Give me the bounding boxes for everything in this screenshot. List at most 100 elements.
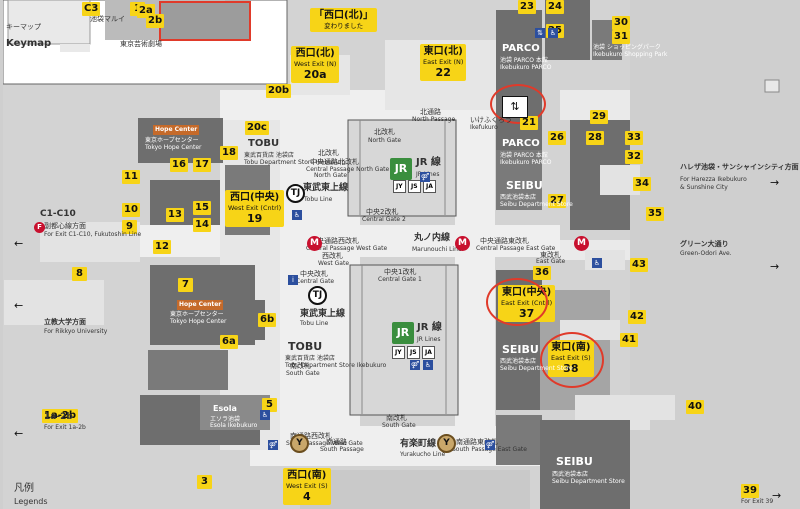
exit-number[interactable]: 13 <box>166 208 184 222</box>
exit-number[interactable]: 29 <box>590 110 608 124</box>
seibu-south-jp: 西武池袋本店 <box>552 471 589 478</box>
marunouchi-jp: 丸ノ内線 <box>414 233 451 243</box>
exit-number[interactable]: 6b <box>258 313 277 327</box>
central-passage-west-en: Central Passage West Gate <box>306 245 388 252</box>
exit-number[interactable]: 27 <box>548 194 566 208</box>
south-passage-west-en: South Passage West Gate <box>286 440 363 447</box>
exit-number[interactable]: 24 <box>546 0 564 14</box>
toilet-icon: ⚤ <box>485 440 495 450</box>
seibu-central-logo: SEIBU <box>502 343 539 356</box>
accessible-icon: ♿ <box>292 210 302 220</box>
fukutoshin-line-icon: F <box>34 222 45 233</box>
tobu-central-gate-en: Central Gate <box>296 278 335 285</box>
exit-west-south[interactable]: 西口(南) West Exit (S) 4 <box>283 468 331 505</box>
direction-c1c10-en: For Exit C1-C10, Fukutoshin Line <box>44 231 142 238</box>
yurakucho-line-icon: Y <box>437 434 456 453</box>
exit-number[interactable]: 42 <box>628 310 646 324</box>
south-gate-jp: 南改札 <box>386 414 407 422</box>
tobu-south-jp: 東武百貨店 池袋店 <box>285 355 335 362</box>
tobu-south-logo: TOBU <box>288 340 323 353</box>
exit-east-north[interactable]: 東口(北) East Exit (N) 22 <box>420 44 467 81</box>
elevator-icon[interactable]: ⇅ <box>502 96 528 118</box>
exit-number[interactable]: 12 <box>153 240 171 254</box>
exit-number[interactable]: 30 <box>612 16 630 30</box>
exit-number[interactable]: 20c <box>245 121 269 135</box>
hope-center-north-logo: Hope Center <box>153 125 200 135</box>
tobu-north-gate-en: North Gate <box>314 172 348 179</box>
left-arrow-icon: ← <box>14 237 24 250</box>
yurakucho-en: Yurakucho Line <box>400 451 446 458</box>
hope-center-north-en: Tokyo Hope Center <box>145 144 202 151</box>
theatre-label: 東京芸術劇場 <box>120 40 162 48</box>
exit-number[interactable]: 26 <box>548 131 566 145</box>
exit-number[interactable]: 14 <box>193 218 211 232</box>
exit-west-central[interactable]: 西口(中央) West Exit (Cntrl) 19 <box>225 190 285 227</box>
exit-number[interactable]: 31 <box>612 30 630 44</box>
tobu-north-gate-jp: 北改札 <box>318 149 339 157</box>
marunouchi-en: Marunouchi Line <box>412 246 462 253</box>
tobu-north-jp: 東武百貨店 池袋店 <box>244 152 294 159</box>
exit-number[interactable]: 35 <box>646 207 664 221</box>
left-arrow-icon: ← <box>14 427 24 440</box>
exit-number[interactable]: 23 <box>518 0 536 14</box>
shopping-park-jp: 池袋 ショッピングパーク <box>593 44 661 51</box>
exit-number[interactable]: 41 <box>620 333 638 347</box>
exit-number[interactable]: 43 <box>630 258 648 272</box>
exit-number[interactable]: 18 <box>220 146 238 160</box>
exit-number[interactable]: 1a-2b <box>42 409 78 423</box>
exit-number[interactable]: 5 <box>262 398 277 412</box>
direction-c1c10: C1-C10 <box>40 209 76 219</box>
keymap-en: Keymap <box>6 38 52 49</box>
central-passage-east-en: Central Passage East Gate <box>476 245 556 252</box>
line-code-js: JS <box>407 346 420 359</box>
highlight-circle-east-central <box>486 278 548 326</box>
exit-number[interactable]: 2b <box>146 14 165 28</box>
exit-number[interactable]: 15 <box>193 201 211 215</box>
direction-green-odori-en: Green-Odori Ave. <box>680 250 732 257</box>
exit-number[interactable]: 34 <box>633 177 651 191</box>
direction-c1c10-sub: 副都心線方面 <box>44 222 86 230</box>
exit-number[interactable]: 20b <box>266 84 292 98</box>
central-gate1-en: Central Gate 1 <box>378 276 422 283</box>
central-gate2-jp: 中央2改札 <box>366 208 399 216</box>
exit-number[interactable]: 10 <box>122 203 140 217</box>
direction-harezza: ハレザ池袋・サンシャインシティ方面 <box>680 163 799 171</box>
exit-number[interactable]: 40 <box>686 400 704 414</box>
exit-number[interactable]: C3 <box>82 2 101 16</box>
tobu-line-south-en: Tobu Line <box>300 320 329 327</box>
exit-number[interactable]: 39 <box>741 484 759 498</box>
exit-number[interactable]: 36 <box>533 266 551 280</box>
exit-west-north[interactable]: 西口(北) West Exit (N) 20a <box>291 46 340 83</box>
parco-south-logo: PARCO <box>502 138 540 149</box>
tobu-south-gate-en: South Gate <box>286 370 320 377</box>
exit-number[interactable]: 3 <box>197 475 212 489</box>
jr-lines-north-jp: JR 線 <box>416 157 441 168</box>
exit-number[interactable]: 8 <box>72 267 87 281</box>
esola-en: Esola Ikebukuro <box>210 422 258 429</box>
exit-number[interactable]: 9 <box>122 220 137 234</box>
exit-number[interactable]: 17 <box>193 158 211 172</box>
esola-logo: Esola <box>213 404 237 413</box>
exit-number[interactable]: 7 <box>178 278 193 292</box>
exit-number[interactable]: 33 <box>625 131 643 145</box>
direction-1a2b: 1a-2b <box>44 412 73 422</box>
exit-number[interactable]: 6a <box>220 335 238 349</box>
central-passage-east-jp: 中央通路東改札 <box>480 237 529 245</box>
exit-number[interactable]: 21 <box>520 116 538 130</box>
hope-center-north-jp: 東京ホープセンター <box>145 137 199 144</box>
highlight-circle-east-south <box>540 332 604 388</box>
direction-green-odori: グリーン大通り <box>680 240 729 248</box>
exit-number[interactable]: 16 <box>170 158 188 172</box>
highlight-circle-elevator <box>490 84 546 124</box>
shopping-park-en: Ikebukuro Shopping Park <box>593 51 668 58</box>
east-gate-en: East Gate <box>536 258 566 265</box>
exit-number[interactable]: 28 <box>586 131 604 145</box>
central-passage-north-jp: 中央通路北改札 <box>310 158 359 166</box>
jr-logo-south: JR <box>392 322 414 344</box>
seibu-central-jp: 西武池袋本店 <box>500 358 537 365</box>
exit-number[interactable]: 11 <box>122 170 140 184</box>
exit-number[interactable]: 32 <box>625 150 643 164</box>
ikefukuro-jp: いけふくろう <box>470 116 512 124</box>
line-code-jy: JY <box>393 180 406 193</box>
